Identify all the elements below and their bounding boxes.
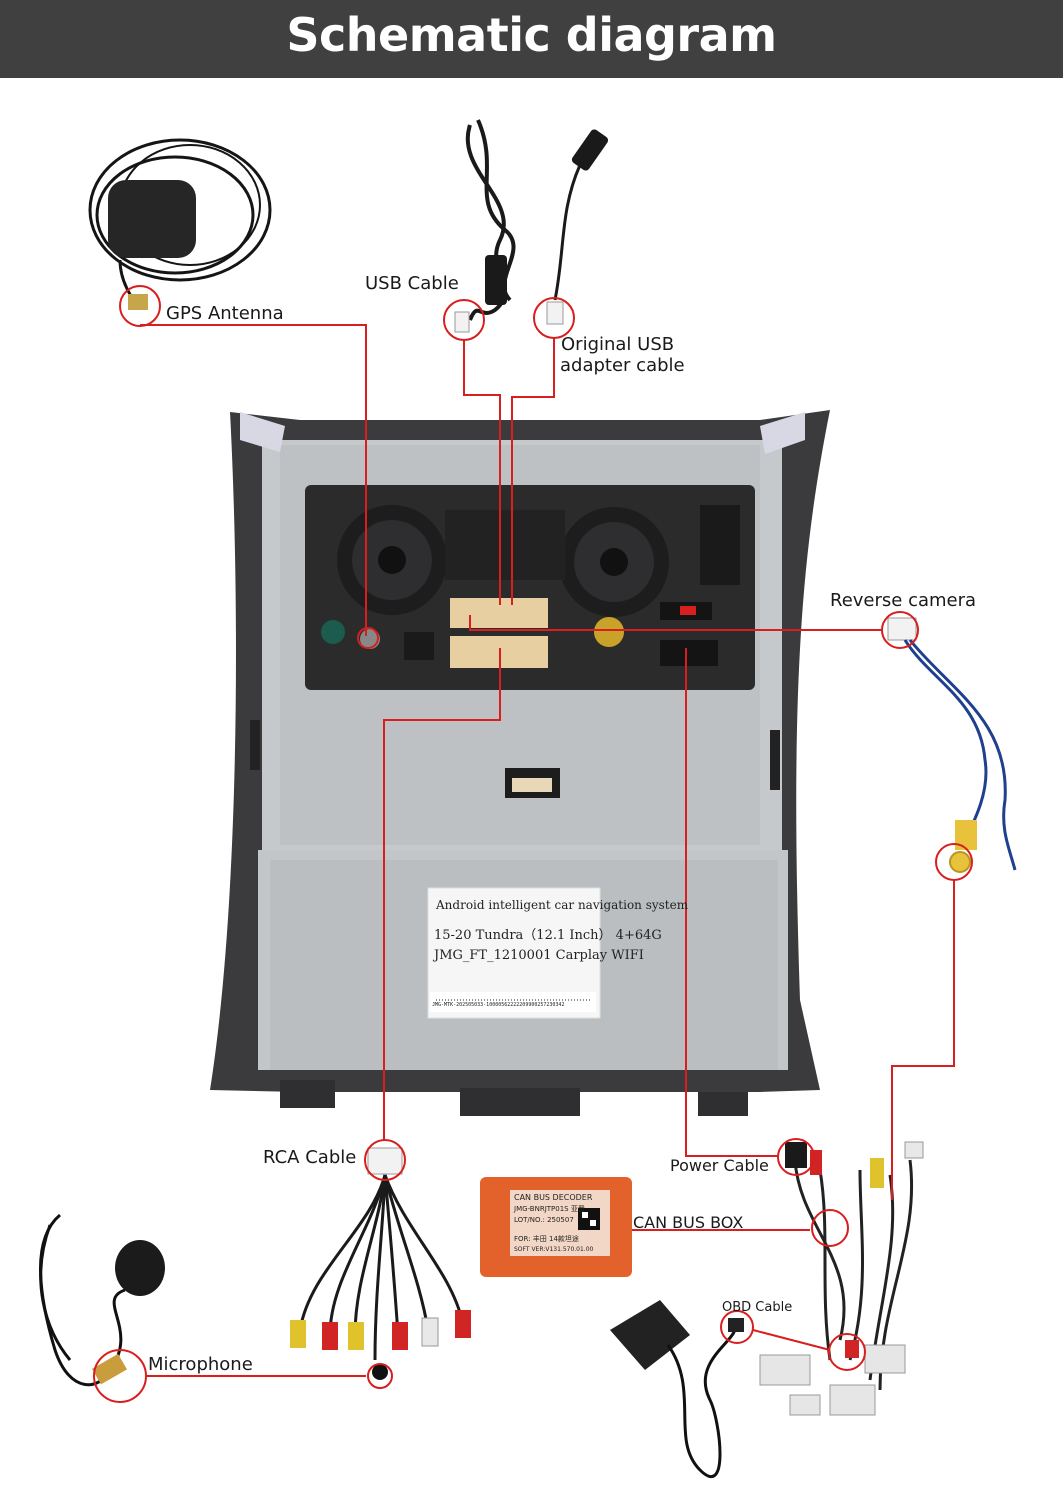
microphone-label: Microphone (148, 1354, 253, 1375)
power-leader-line (685, 648, 778, 1157)
reverse-camera-cable-image (887, 617, 1017, 873)
original-usb-adapter-image (546, 129, 609, 325)
gps-leader-line (140, 324, 367, 636)
sticker-line-1: Android intelligent car navigation syste… (436, 898, 689, 912)
gps-cable-marker (119, 285, 161, 327)
sticker-barcode-text: JMG-MTK-202505033-1000056222220990025723… (432, 1002, 565, 1008)
usb-cable-image (454, 119, 516, 333)
sticker-line-2: 15-20 Tundra（12.1 Inch） 4+64G (434, 928, 662, 943)
reverse-camera-label: Reverse camera (830, 590, 977, 611)
leader-lines (93, 285, 973, 1403)
can-label-line-2: JMG-BNRJTP01S 亚晋 (514, 1205, 585, 1213)
usb-leader-line (463, 340, 501, 605)
obd-cable-label: OBD Cable (722, 1300, 793, 1315)
obd-marker (720, 1310, 754, 1344)
gps-antenna-label: GPS Antenna (166, 303, 284, 324)
rca-cable-marker (364, 1139, 406, 1181)
power-cable-label: Power Cable (670, 1156, 769, 1175)
obd-harness-marker (828, 1333, 866, 1371)
sticker-line-3: JMG_FT_1210001 Carplay WIFI (434, 948, 644, 963)
microphone-socket-marker (367, 1363, 393, 1389)
can-label-line-1: CAN BUS DECODER (514, 1193, 593, 1202)
can-label-line-5: SOFT VER:V131.570.01.00 (514, 1246, 594, 1253)
microphone-image (39, 1213, 165, 1387)
unit-sticker (427, 887, 601, 1019)
original-usb-label-line1: Original USB (561, 334, 675, 355)
obd-leader-line (752, 1329, 831, 1351)
rca-cable-image (290, 1147, 471, 1380)
original-usb-leader-line (511, 338, 555, 605)
obd-cable-image (610, 1300, 744, 1479)
page-title: Schematic diagram (286, 8, 777, 62)
original-usb-label-line2: adapter cable (560, 355, 685, 376)
reverse-camera-leader-line (469, 615, 882, 631)
usb-cable-label: USB Cable (365, 273, 459, 294)
can-bus-box (480, 1177, 632, 1277)
can-bus-box-label: CAN BUS BOX (633, 1213, 744, 1232)
power-cable-marker (777, 1138, 815, 1176)
can-bus-marker (811, 1209, 849, 1247)
header-bar: Schematic diagram (0, 0, 1063, 78)
video-leader-line (891, 880, 955, 1200)
can-label-line-4: FOR: 丰田 14款坦途 (514, 1235, 579, 1243)
rca-cable-label: RCA Cable (263, 1147, 357, 1168)
power-harness-image (759, 1141, 924, 1416)
gps-antenna-image (88, 138, 272, 310)
rca-leader-line (383, 648, 501, 1140)
gps-socket-marker (357, 627, 379, 649)
can-label-line-3: LOT/NO.: 250507 (514, 1216, 574, 1224)
